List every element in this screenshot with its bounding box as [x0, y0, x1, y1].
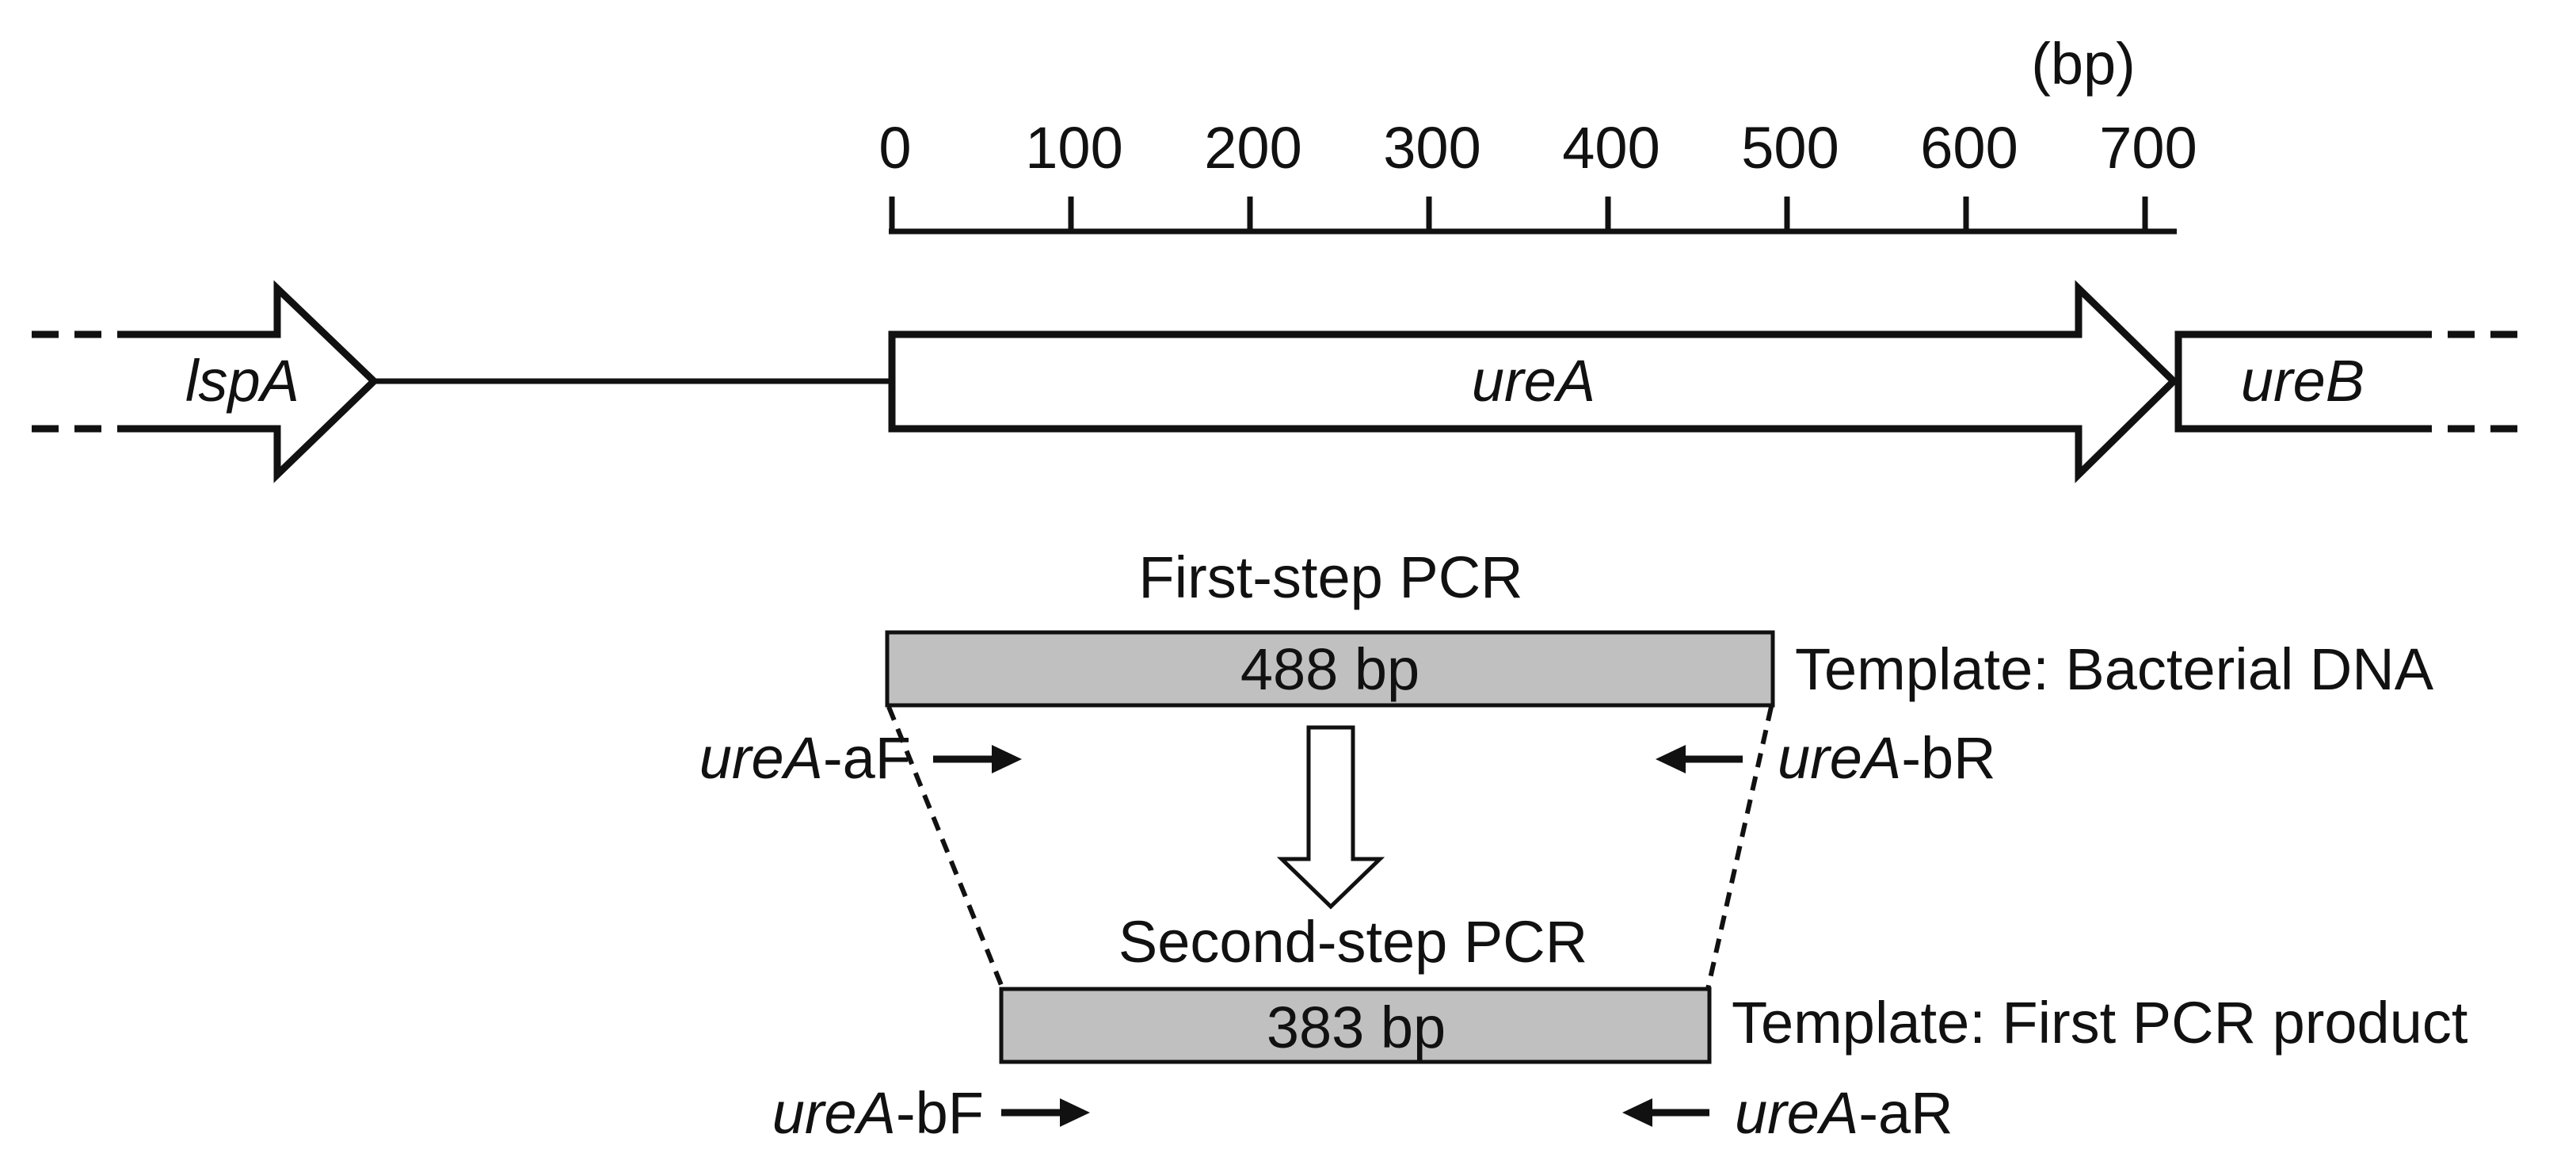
nested-step-down-arrow — [1276, 725, 1385, 910]
first-step-pcr: First-step PCR 488 bp Template: Bacteria… — [699, 544, 2434, 791]
scale-tick-label-300: 300 — [1383, 115, 1480, 181]
second-step-title: Second-step PCR — [1118, 909, 1587, 975]
first-step-forward-primer-label: ureA-aF — [699, 725, 911, 791]
second-step-pcr: Second-step PCR 383 bp Template: First P… — [772, 909, 2468, 1146]
second-step-template: Template: First PCR product — [1732, 990, 2468, 1056]
first-step-product-size: 488 bp — [1240, 636, 1419, 702]
forward-primer-arrow-bF — [1001, 1098, 1090, 1127]
ureB-gene-label: ureB — [2241, 348, 2365, 414]
scale-tick-label-0: 0 — [878, 115, 911, 181]
lspA-gene-label: lspA — [185, 348, 299, 414]
scale-tick-label-100: 100 — [1025, 115, 1122, 181]
reverse-primer-arrow-bR — [1656, 745, 1743, 773]
nested-left-dashed-connector — [886, 705, 1005, 991]
scale-tick-label-500: 500 — [1741, 115, 1839, 181]
first-step-title: First-step PCR — [1138, 544, 1522, 610]
ureB-gene-box — [2174, 330, 2405, 433]
scale-unit-label: (bp) — [2031, 31, 2136, 97]
scale-tick-label-700: 700 — [2099, 115, 2197, 181]
nested-right-dashed-connector — [1705, 706, 1774, 990]
scale-bar: (bp) 0 100 200 300 400 500 600 700 — [878, 31, 2197, 235]
scale-tick-label-200: 200 — [1204, 115, 1301, 181]
scale-tick-label-400: 400 — [1562, 115, 1660, 181]
second-step-product-size: 383 bp — [1267, 995, 1446, 1060]
first-step-product-bar — [885, 630, 1775, 708]
ureA-gene-label: ureA — [1472, 348, 1595, 414]
reverse-primer-arrow-aR — [1622, 1098, 1709, 1127]
second-step-reverse-primer-label: ureA-aR — [1735, 1080, 1953, 1146]
forward-primer-arrow-aF — [933, 745, 1022, 773]
second-step-product-bar — [999, 987, 1712, 1064]
gene-map: lspA ureA ureB — [32, 280, 2519, 483]
scale-tick-label-600: 600 — [1920, 115, 2018, 181]
ureA-gene-arrow — [888, 280, 2179, 483]
second-step-forward-primer-label: ureA-bF — [772, 1080, 984, 1146]
first-step-template: Template: Bacterial DNA — [1795, 636, 2434, 702]
first-step-reverse-primer-label: ureA-bR — [1778, 725, 1996, 791]
